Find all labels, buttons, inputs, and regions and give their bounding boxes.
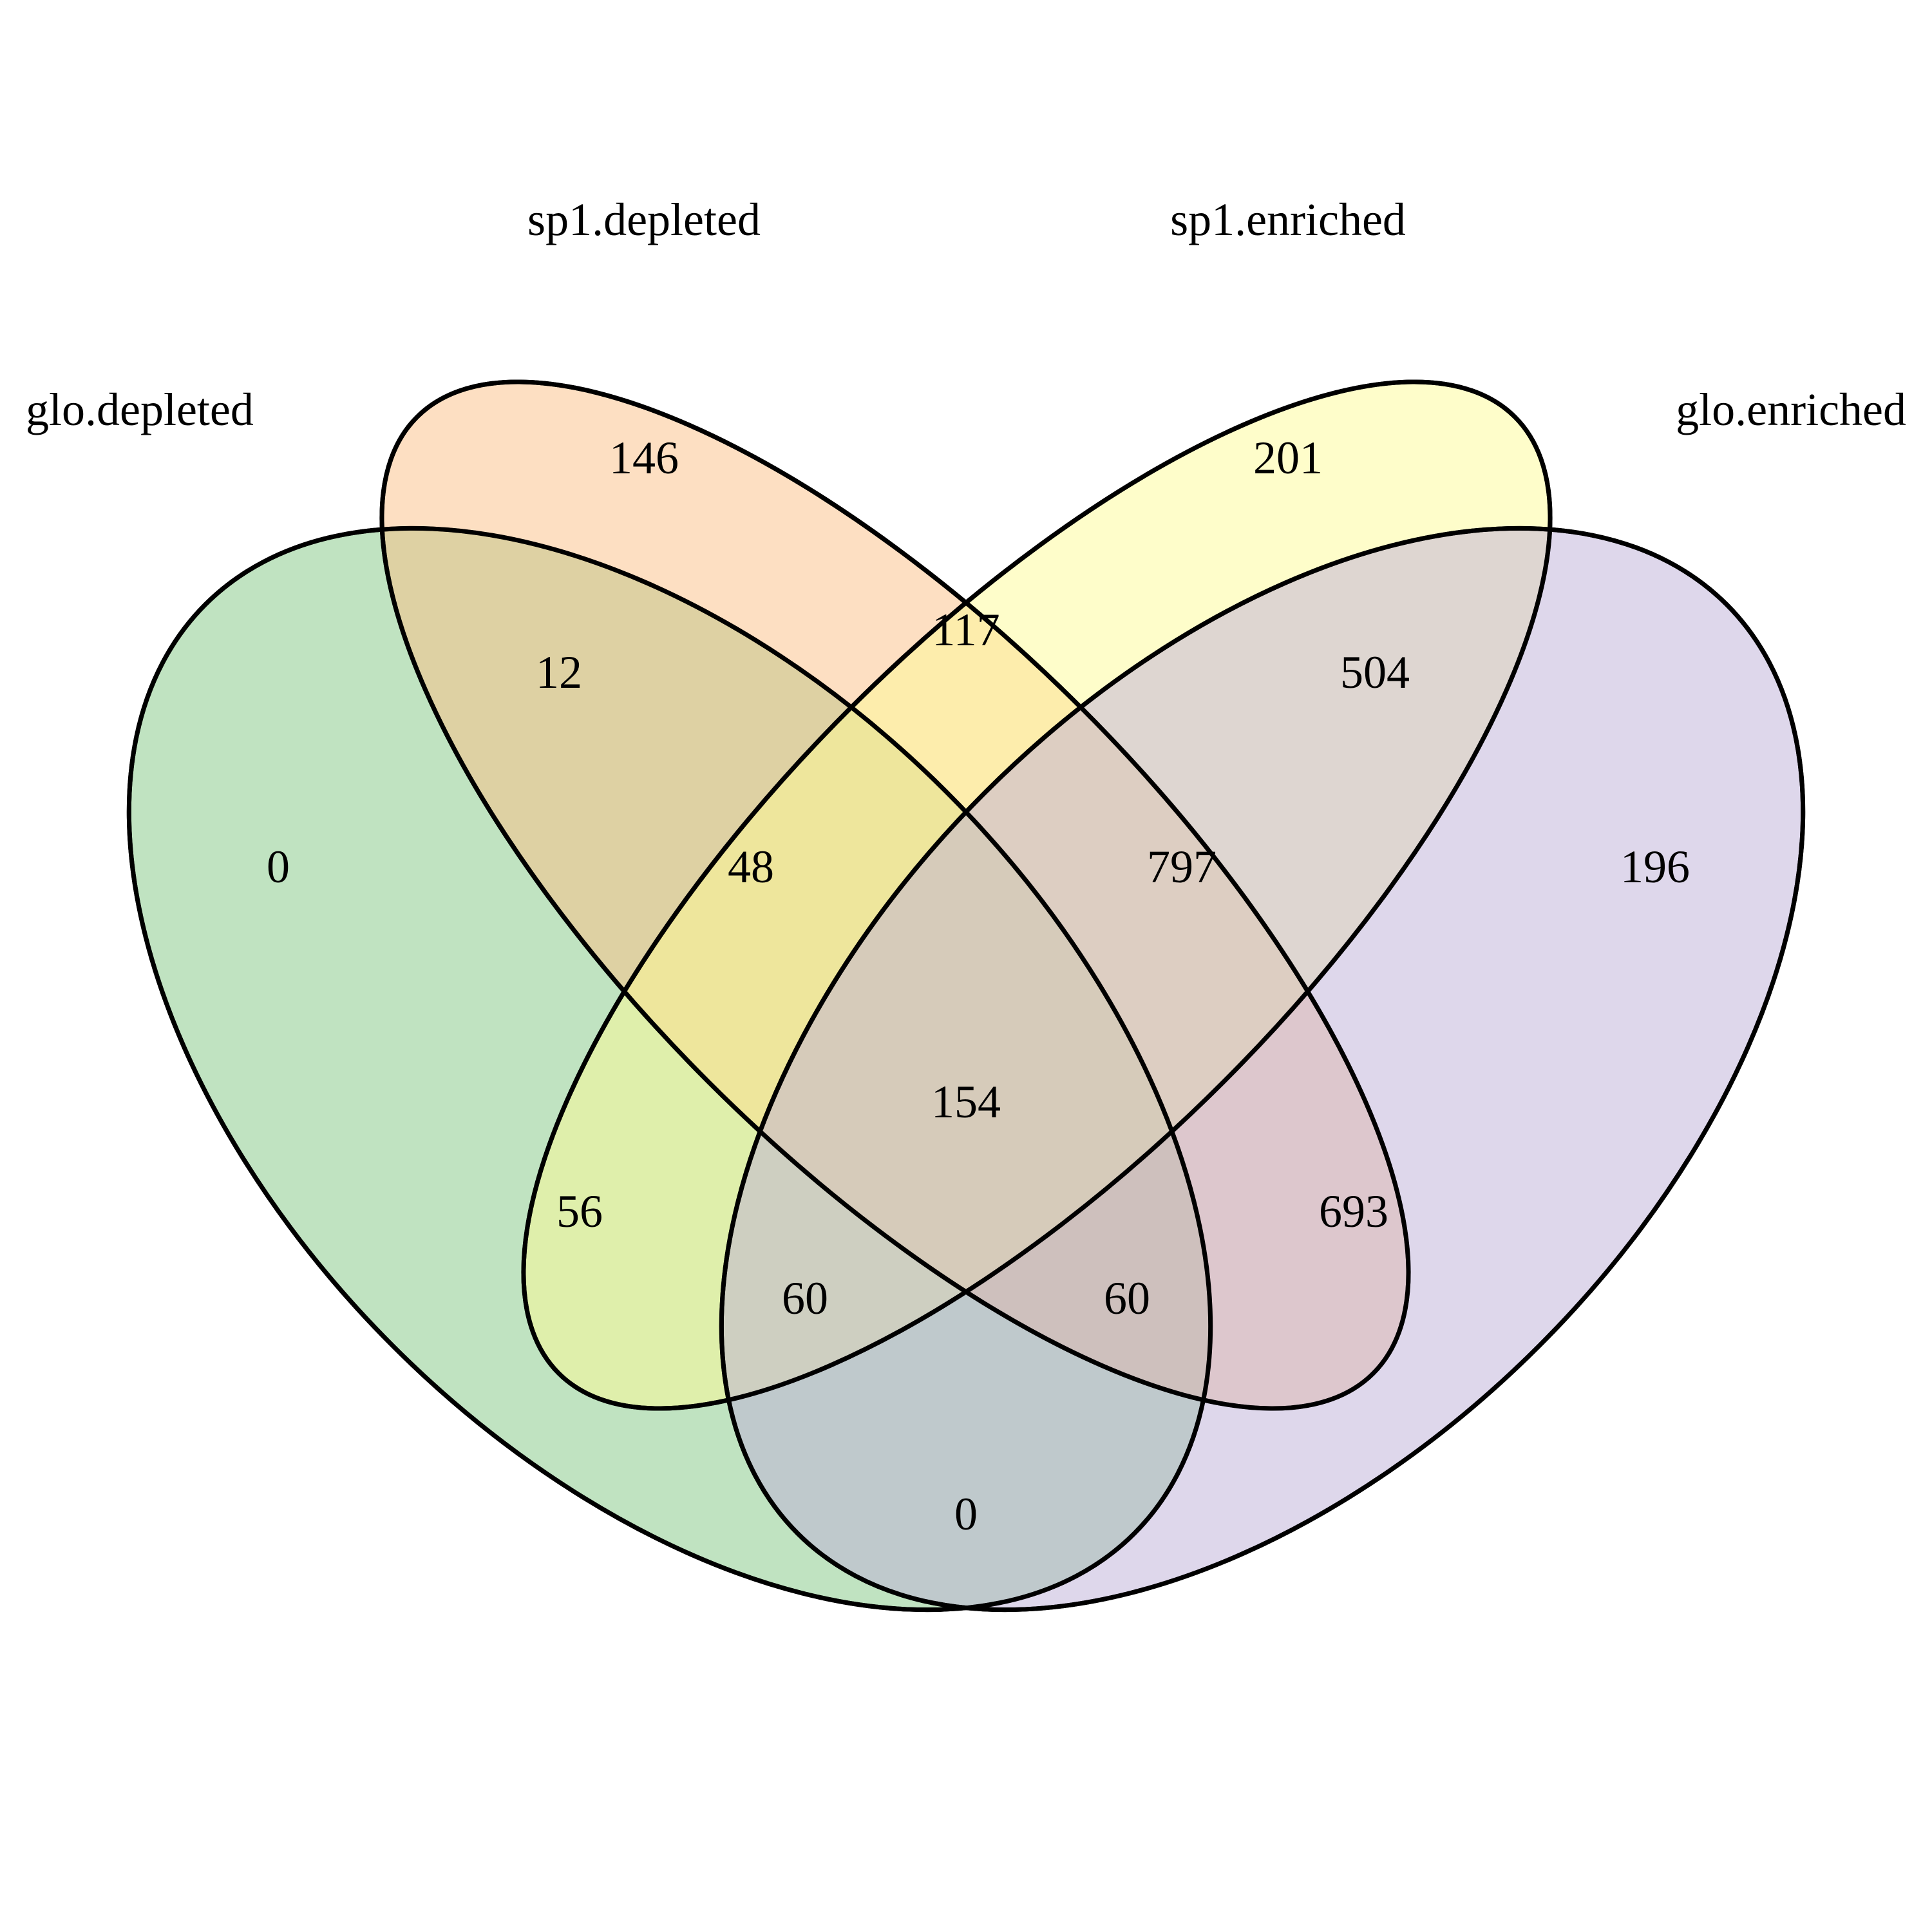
- count-glo-depleted-sp1-depleted: 12: [536, 647, 582, 698]
- set-shapes: [126, 379, 1806, 1613]
- region-counts: 0 146 201 196 12 117 504 48 797 154 56 6…: [267, 432, 1690, 1540]
- count-glo-depleted-sp1-enriched-glo-enriched: 60: [782, 1273, 828, 1324]
- count-glo-depleted-sp1-depleted-glo-enriched: 60: [1104, 1273, 1150, 1324]
- count-glo-depleted-sp1-enriched: 56: [556, 1186, 603, 1237]
- count-sp1-depleted-sp1-enriched: 117: [932, 604, 999, 656]
- count-sp1-depleted-only: 146: [609, 432, 679, 484]
- count-glo-depleted-only: 0: [267, 841, 290, 893]
- count-sp1-depleted-sp1-enriched-glo-enriched: 797: [1147, 841, 1217, 893]
- set-label-glo-depleted: glo.depleted: [26, 384, 254, 435]
- set-label-sp1-enriched: sp1.enriched: [1170, 194, 1406, 245]
- count-sp1-depleted-glo-enriched: 693: [1319, 1186, 1388, 1237]
- count-sp1-enriched-only: 201: [1253, 432, 1323, 484]
- count-glo-depleted-sp1-depleted-sp1-enriched: 48: [728, 841, 774, 893]
- count-all-four: 154: [931, 1076, 1001, 1128]
- set-label-glo-enriched: glo.enriched: [1676, 384, 1906, 435]
- set-outlines: [126, 379, 1806, 1613]
- count-glo-depleted-glo-enriched: 0: [954, 1488, 978, 1540]
- set-labels: glo.depleted sp1.depleted sp1.enriched g…: [26, 194, 1906, 435]
- count-sp1-enriched-glo-enriched: 504: [1340, 647, 1410, 698]
- count-glo-enriched-only: 196: [1620, 841, 1690, 893]
- set-label-sp1-depleted: sp1.depleted: [527, 194, 761, 245]
